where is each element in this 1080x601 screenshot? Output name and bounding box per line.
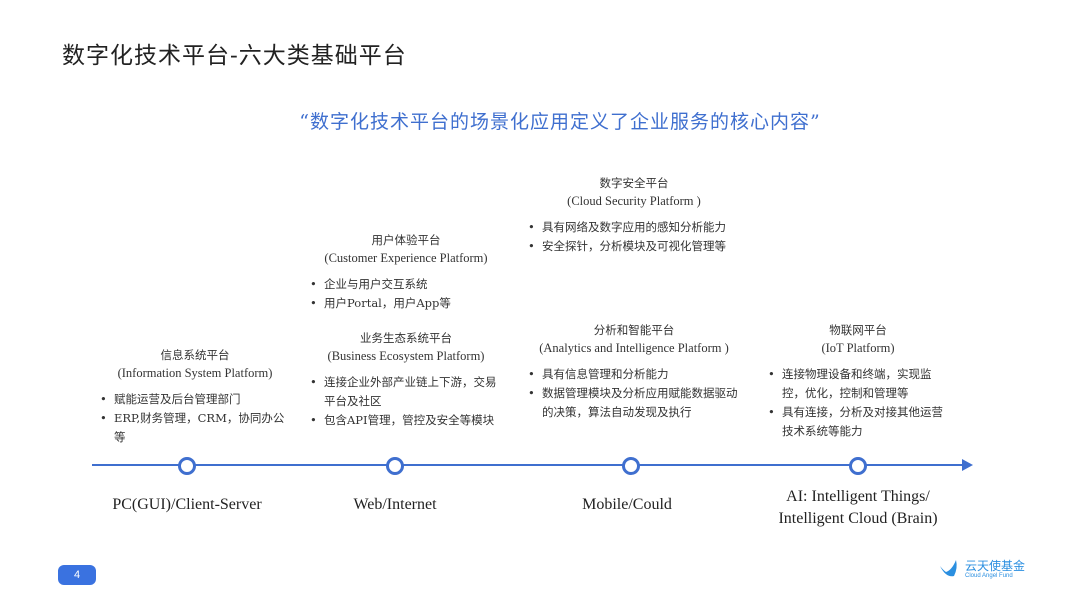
bullet: 安全探针，分析模块及可视化管理等 [528,237,740,256]
era-label: Web/Internet [353,496,437,513]
timeline-arrow-icon [962,459,973,471]
bullet: 赋能运营及后台管理部门 [100,390,290,409]
timeline-node [849,457,867,475]
timeline-line [92,464,964,466]
logo-cn: 云天使基金 [965,558,1026,573]
platform-subtitle: (IoT Platform) [821,341,895,355]
platform-subtitle: (Information System Platform) [117,366,273,380]
bullet: 数据管理模块及分析应用赋能数据驱动的决策，算法自动发现及执行 [528,384,740,422]
platform-title: 用户体验平台 [371,233,441,247]
platform-business-ecosystem: 业务生态系统平台 (Business Ecosystem Platform) 连… [310,329,502,430]
bullet: 具有连接，分析及对接其他运营技术系统等能力 [768,403,948,441]
platform-title: 信息系统平台 [160,348,230,362]
platform-analytics-intelligence: 分析和智能平台 (Analytics and Intelligence Plat… [528,321,740,422]
platform-title: 分析和智能平台 [593,323,675,337]
slide-title: 数字化技术平台-六大类基础平台 [62,43,407,69]
bullet: 具有信息管理和分析能力 [528,365,740,384]
quote: “数字化技术平台的场景化应用定义了企业服务的核心内容” [299,111,821,133]
platform-title: 业务生态系统平台 [360,331,452,345]
logo: 云天使基金 Cloud Angel Fund [938,558,1025,580]
era-label-line: AI: Intelligent Things/ [786,488,930,505]
platform-subtitle: (Customer Experience Platform) [324,251,488,265]
page-number: 4 [58,565,96,585]
era-label: Mobile/Could [582,496,672,513]
bullet: 连接企业外部产业链上下游，交易平台及社区 [310,373,502,411]
bullet: 用户Portal，用户App等 [310,294,502,313]
platform-subtitle: (Analytics and Intelligence Platform ) [539,341,729,355]
platform-title: 数字安全平台 [599,176,669,190]
era-label-line: Intelligent Cloud (Brain) [778,510,938,527]
angel-wing-icon [940,560,957,577]
bullet: ERP,财务管理，CRM，协同办公等 [100,409,290,447]
platform-title: 物联网平台 [829,323,887,337]
platform-cloud-security: 数字安全平台 (Cloud Security Platform ) 具有网络及数… [528,174,740,256]
logo-en: Cloud Angel Fund [965,572,1013,579]
timeline-node [178,457,196,475]
platform-subtitle: (Business Ecosystem Platform) [327,349,485,363]
era-label: AI: Intelligent Things/ Intelligent Clou… [758,486,958,530]
bullet: 连接物理设备和终端，实现监控，优化，控制和管理等 [768,365,948,403]
era-label: PC(GUI)/Client-Server [112,496,262,513]
platform-iot: 物联网平台 (IoT Platform) 连接物理设备和终端，实现监控，优化，控… [768,321,948,441]
bullet: 具有网络及数字应用的感知分析能力 [528,218,740,237]
timeline-node [386,457,404,475]
platform-customer-experience: 用户体验平台 (Customer Experience Platform) 企业… [310,231,502,313]
bullet: 企业与用户交互系统 [310,275,502,294]
bullet: 包含API管理，管控及安全等模块 [310,411,502,430]
platform-subtitle: (Cloud Security Platform ) [567,194,701,208]
platform-information-system: 信息系统平台 (Information System Platform) 赋能运… [100,346,290,447]
timeline-node [622,457,640,475]
